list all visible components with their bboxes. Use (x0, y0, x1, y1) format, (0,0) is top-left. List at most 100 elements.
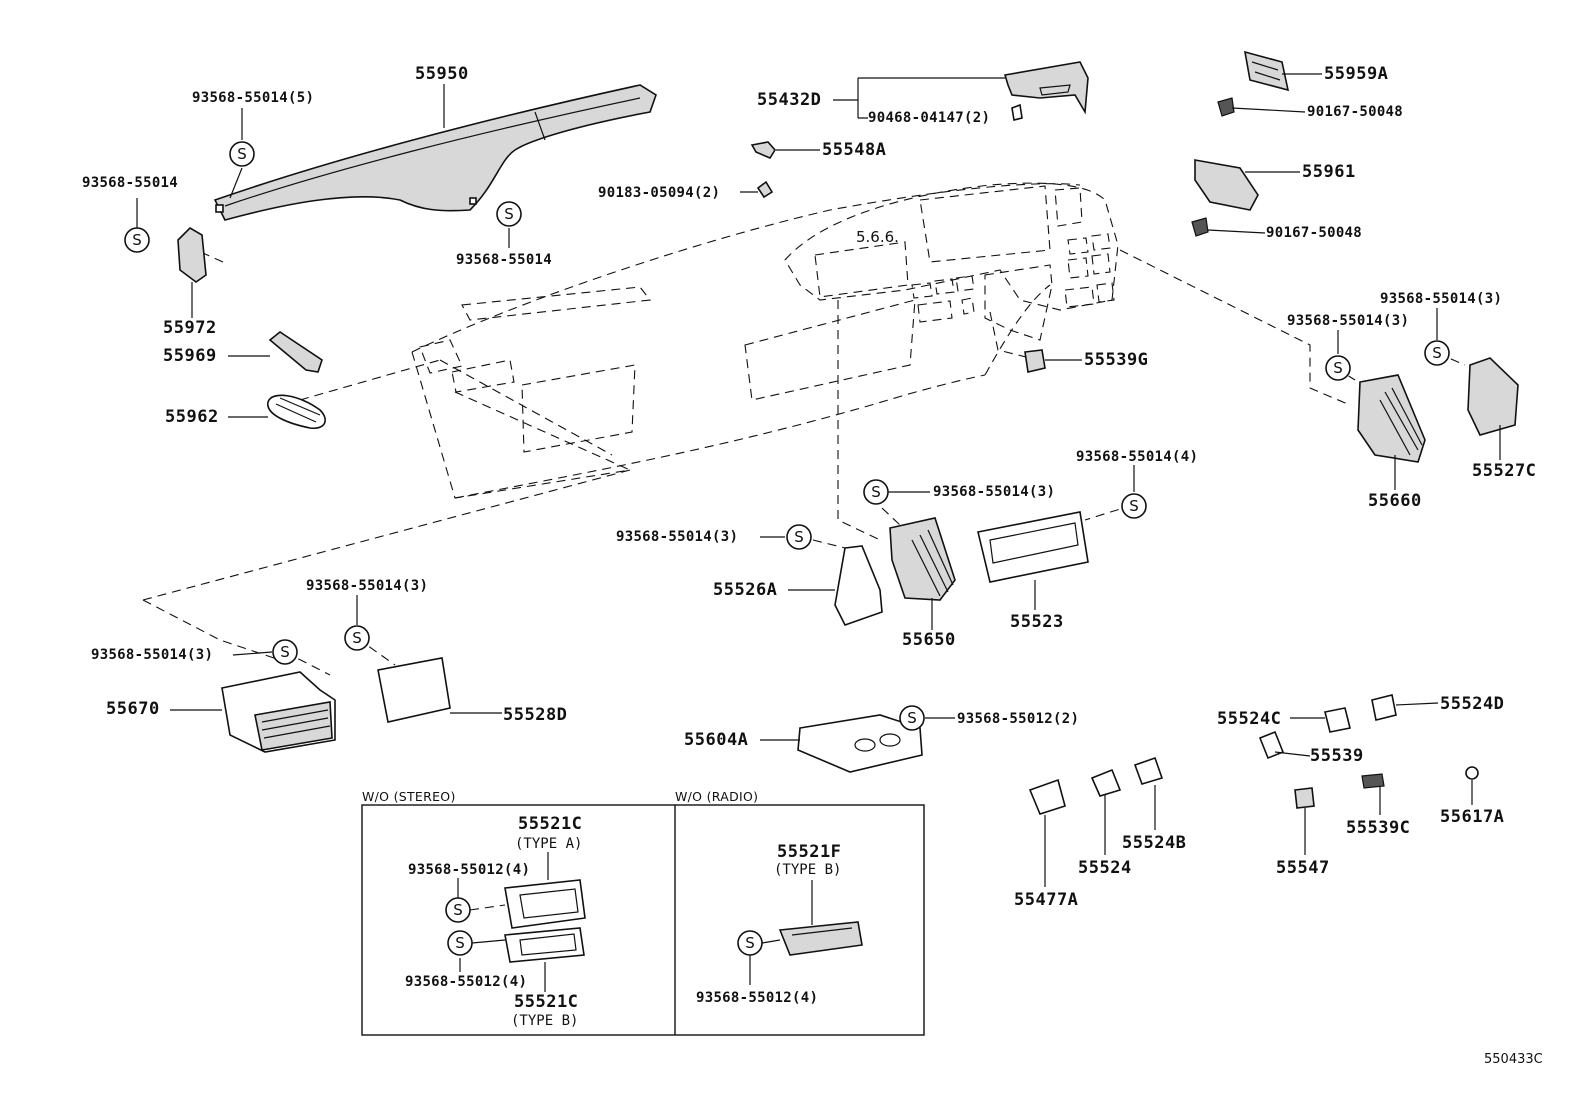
label-55524: 55524 (1078, 858, 1132, 878)
part-55524C (1324, 707, 1351, 733)
label-55528D: 55528D (503, 705, 568, 725)
screw-symbols: S S S S S S S S S S S (124, 141, 1450, 731)
svg-text:S: S (1432, 344, 1442, 362)
svg-text:S: S (1129, 497, 1139, 515)
part-55547 (1294, 787, 1315, 809)
part-55527C (1467, 357, 1519, 436)
part-55617A (1465, 766, 1479, 780)
part-55961 (1194, 159, 1259, 211)
label-90183-05094: 90183-05094(2) (598, 185, 721, 201)
label-55617A: 55617A (1440, 807, 1505, 827)
part-55432D (1003, 61, 1089, 121)
svg-text:S: S (1333, 359, 1343, 377)
part-90183-clip (756, 180, 774, 199)
part-55539 (1258, 730, 1285, 760)
part-55969 (268, 331, 323, 373)
label-55477A: 55477A (1014, 890, 1079, 910)
screw-symbol: S (1424, 340, 1450, 366)
part-55539C (1361, 773, 1385, 789)
label-type-a: (TYPE A) (515, 836, 583, 852)
screw-symbol: S (229, 141, 255, 167)
svg-text:S: S (794, 528, 804, 546)
screw-symbol: S (899, 705, 925, 731)
screw-symbol: S (272, 639, 298, 665)
screw-symbol: S (455, 934, 465, 952)
part-55548A (750, 141, 776, 160)
inset-frames (361, 804, 925, 1036)
part-55972 (177, 226, 207, 283)
inset-stereo-leaders: S S (445, 852, 549, 992)
label-93568-55012-2: 93568-55012(2) (957, 711, 1080, 727)
label-55660: 55660 (1368, 491, 1422, 511)
label-55521C-top: 55521C (518, 814, 583, 834)
inset-radio-leaders: S (737, 880, 813, 985)
screw-symbol: S (863, 479, 889, 505)
label-55539: 55539 (1310, 746, 1364, 766)
label-93568-55014-5: 93568-55014(5) (192, 90, 315, 106)
label-type-b-stereo: (TYPE B) (511, 1013, 579, 1029)
label-55521F: 55521F (777, 842, 842, 862)
svg-text:S: S (132, 231, 142, 249)
label-93568-55012-4-top: 93568-55012(4) (408, 862, 531, 878)
instrument-panel: 5.6.6. (411, 182, 1119, 499)
label-55539G: 55539G (1084, 350, 1149, 370)
part-55660 (1357, 374, 1426, 463)
label-55950: 55950 (415, 64, 469, 84)
label-90167-50048-b: 90167-50048 (1266, 225, 1363, 241)
label-55962: 55962 (165, 407, 219, 427)
label-55527C: 55527C (1472, 461, 1537, 481)
label-90468-04147: 90468-04147(2) (868, 110, 991, 126)
screw-symbol: S (344, 625, 370, 651)
screw-symbol: S (745, 934, 755, 952)
leader-lines (136, 73, 1501, 887)
part-55650 (889, 517, 956, 601)
label-55524D: 55524D (1440, 694, 1505, 714)
diagram-reference: 550433C (1484, 1052, 1543, 1067)
part-55524B (1133, 756, 1164, 785)
part-55521C-type-b (504, 927, 585, 963)
label-55539C: 55539C (1346, 818, 1411, 838)
part-55528D (377, 657, 451, 723)
part-55523 (977, 511, 1089, 583)
dashed-leaders (142, 244, 1466, 676)
screw-symbol: S (124, 227, 150, 253)
label-93568-55014-3-d: 93568-55014(3) (616, 529, 739, 545)
label-93568-55014-3-a: 93568-55014(3) (1380, 291, 1503, 307)
label-93568-55014-3-b: 93568-55014(3) (1287, 313, 1410, 329)
label-55547: 55547 (1276, 858, 1330, 878)
screw-90167-a (1217, 97, 1235, 117)
label-55650: 55650 (902, 630, 956, 650)
label-93568-55014-3-f: 93568-55014(3) (91, 647, 214, 663)
part-55477A (1028, 778, 1066, 815)
part-55521F (778, 921, 863, 956)
label-55959A: 55959A (1324, 64, 1389, 84)
svg-text:S: S (907, 709, 917, 727)
part-55524D (1371, 694, 1397, 721)
screw-symbol: S (453, 901, 463, 919)
label-55961: 55961 (1302, 162, 1356, 182)
screw-symbol: S (1325, 355, 1351, 381)
screw-symbol: S (786, 524, 812, 550)
label-93568-55014-left: 93568-55014 (82, 175, 179, 191)
label-55972: 55972 (163, 318, 217, 338)
part-55962 (267, 394, 326, 430)
cluster-markings: 5.6.6. (856, 228, 899, 246)
label-90167-50048-a: 90167-50048 (1307, 104, 1404, 120)
label-93568-55014-pad: 93568-55014 (456, 252, 553, 268)
label-55548A: 55548A (822, 140, 887, 160)
label-55521C-bottom: 55521C (514, 992, 579, 1012)
label-55604A: 55604A (684, 730, 749, 750)
part-55524 (1090, 768, 1122, 797)
svg-text:S: S (237, 145, 247, 163)
part-55670 (221, 671, 336, 753)
svg-text:S: S (871, 483, 881, 501)
part-55521C-type-a (504, 879, 586, 929)
svg-text:S: S (504, 205, 514, 223)
label-55523: 55523 (1010, 612, 1064, 632)
label-93568-55014-4: 93568-55014(4) (1076, 449, 1199, 465)
screw-symbol: S (496, 201, 522, 227)
part-55604A (797, 714, 923, 773)
screw-symbol: S (1121, 493, 1147, 519)
